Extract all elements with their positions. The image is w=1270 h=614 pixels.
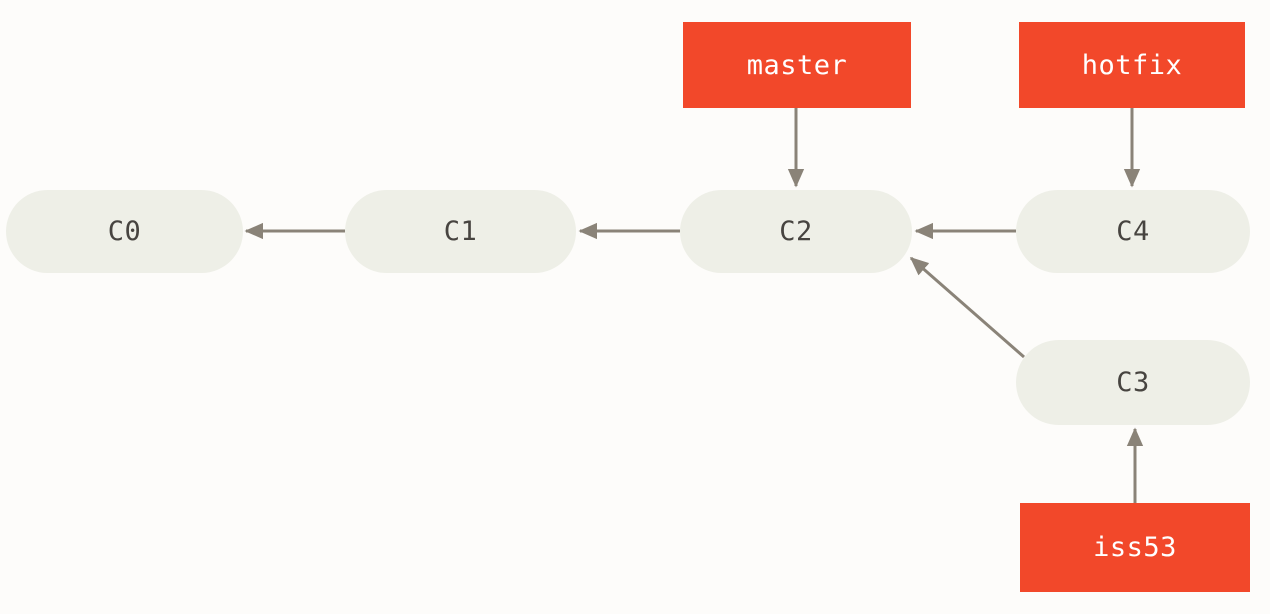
- commit-label-c0: C0: [107, 216, 142, 247]
- commit-node-c0[interactable]: C0: [6, 190, 243, 273]
- branch-label-master[interactable]: master: [683, 22, 911, 108]
- commit-node-c1[interactable]: C1: [345, 190, 576, 273]
- commit-label-c4: C4: [1116, 216, 1150, 247]
- branch-label-hotfix-text: hotfix: [1081, 49, 1183, 81]
- branch-label-iss53[interactable]: iss53: [1020, 503, 1250, 592]
- branch-label-iss53-text: iss53: [1093, 532, 1177, 563]
- commit-label-c3: C3: [1116, 367, 1150, 398]
- commit-node-c2[interactable]: C2: [680, 190, 912, 273]
- branch-label-hotfix[interactable]: hotfix: [1019, 22, 1245, 108]
- edge-c3-to-c2: [909, 256, 1025, 359]
- commit-label-c1: C1: [443, 216, 478, 247]
- commit-node-c3[interactable]: C3: [1016, 340, 1250, 425]
- branch-label-master-text: master: [746, 49, 848, 81]
- commit-node-c4[interactable]: C4: [1016, 190, 1250, 273]
- commit-label-c2: C2: [779, 216, 813, 247]
